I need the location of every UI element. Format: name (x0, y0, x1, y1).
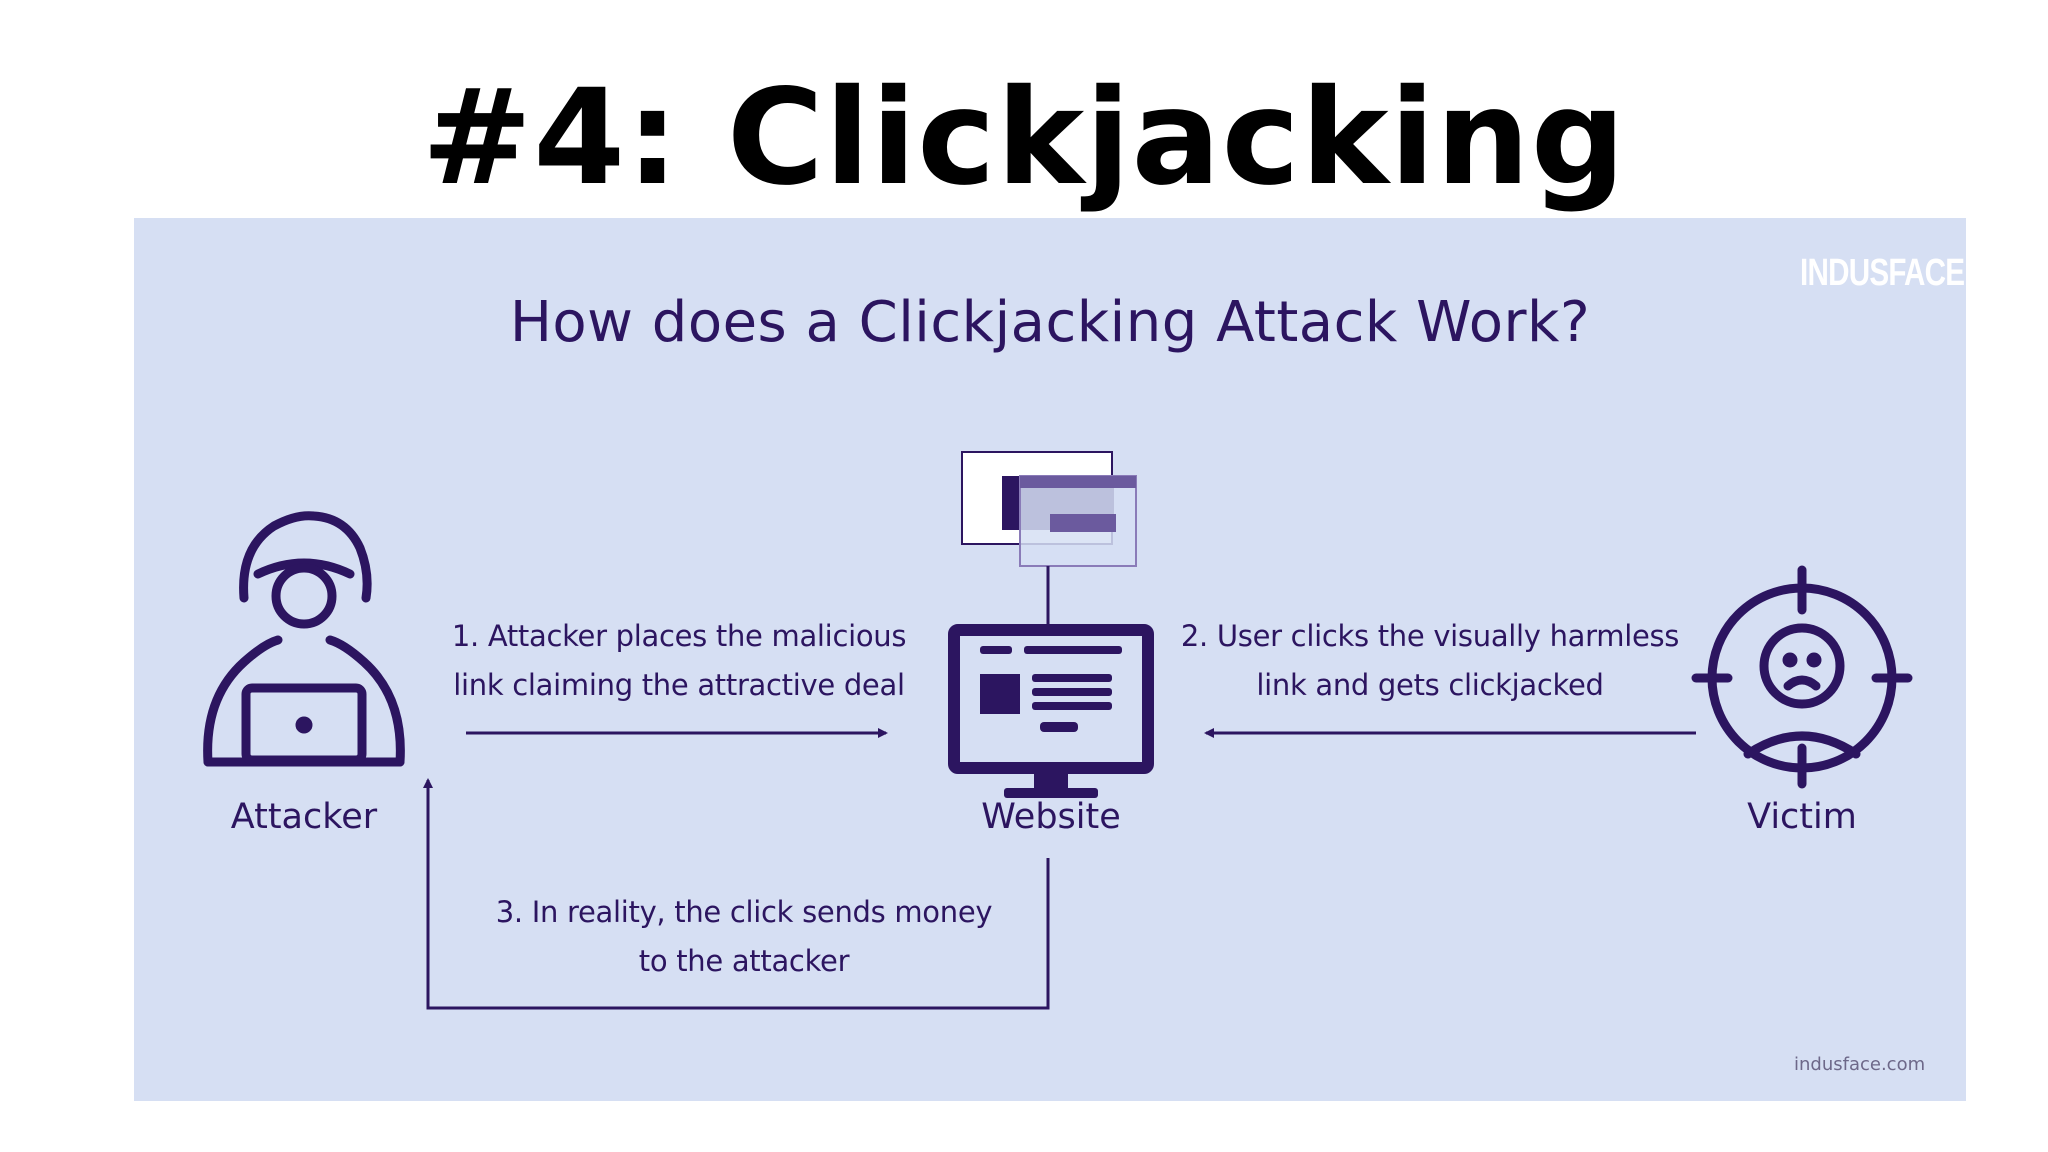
diagram-panel: How does a Clickjacking Attack Work? IND… (134, 218, 1966, 1101)
crosshair-sad-face-icon (1691, 565, 1913, 789)
step-2-text: 2. User clicks the visually harmless lin… (1160, 612, 1700, 710)
step-3-line-2: to the attacker (638, 944, 850, 978)
attacker-label: Attacker (230, 797, 378, 837)
brand-url: indusface.com (1794, 1054, 1926, 1075)
clickjacking-flow-diagram (203, 451, 1913, 1010)
hooded-hacker-icon (203, 511, 405, 767)
step-2-line-2: link and gets clickjacked (1256, 668, 1604, 702)
website-label: Website (981, 797, 1121, 837)
step-1-line-2: link claiming the attractive deal (453, 668, 905, 702)
step-3-text: 3. In reality, the click sends money to … (474, 888, 1014, 986)
arrow-website-to-attacker (423, 778, 1050, 1010)
slide-title: #4: Clickjacking (421, 61, 1627, 215)
victim-label: Victim (1747, 797, 1857, 837)
overlapping-windows-icon (961, 451, 1137, 630)
diagram-heading: How does a Clickjacking Attack Work? (509, 290, 1591, 355)
step-3-line-1: 3. In reality, the click sends money (495, 895, 993, 929)
step-1-text: 1. Attacker places the malicious link cl… (424, 612, 934, 710)
step-2-line-1: 2. User clicks the visually harmless (1180, 619, 1680, 653)
step-1-line-1: 1. Attacker places the malicious (451, 619, 907, 653)
computer-monitor-icon (948, 624, 1154, 798)
